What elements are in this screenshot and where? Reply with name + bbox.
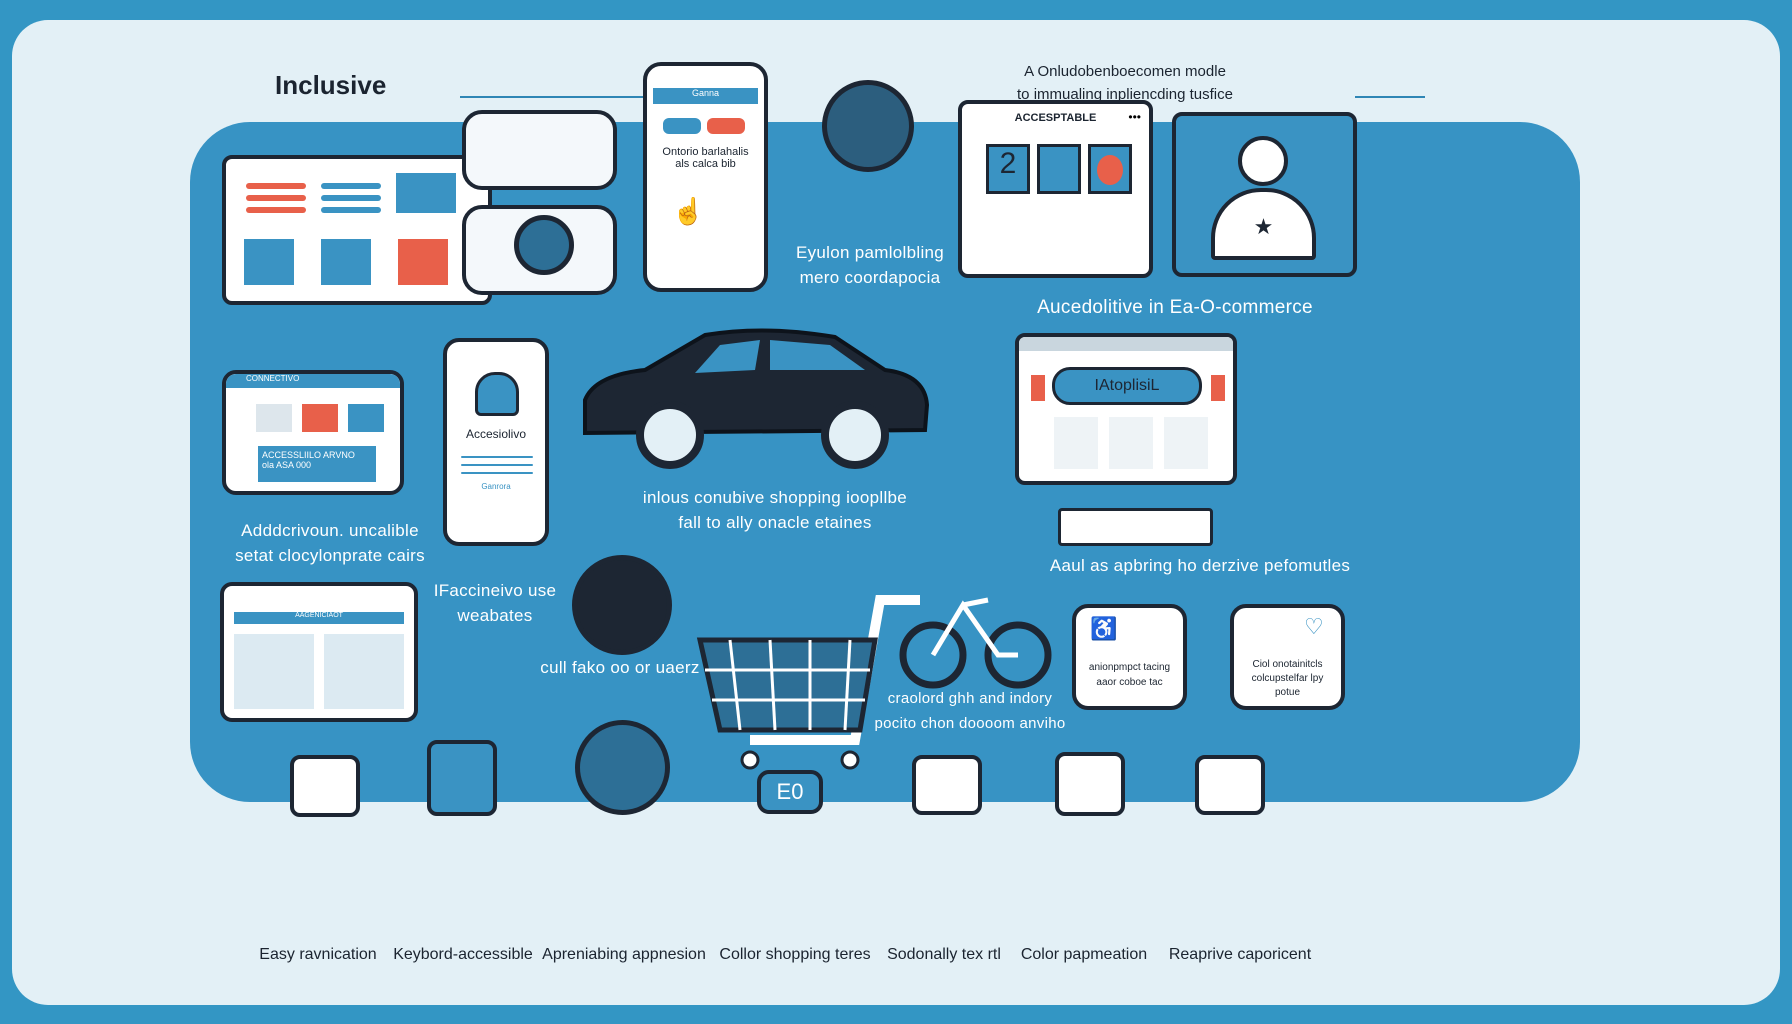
hand-pointer-icon: ☝ xyxy=(672,196,705,226)
globe-icon xyxy=(514,215,574,275)
shield-icon xyxy=(1195,755,1265,815)
top-caption: A Onludobenboecomen modle to immualing i… xyxy=(1017,63,1233,103)
shopping-cart-icon xyxy=(696,595,920,770)
users-caption: cull fako oo or uaerz xyxy=(540,658,700,677)
lock-keyboard-icon xyxy=(427,740,497,816)
arrow-left-icon xyxy=(1355,96,1425,98)
wheelchair-icon: ♿ xyxy=(1090,616,1118,641)
user-icon xyxy=(1037,144,1081,194)
right-caption: Aaul as apbring ho derzive pefomutles xyxy=(1049,556,1351,575)
desktop-right: IAtoplisiL xyxy=(1015,333,1237,485)
bottom-label-4: Collor shopping teres xyxy=(719,946,871,963)
monitor-left xyxy=(222,155,492,305)
more-menu-icon[interactable]: ••• xyxy=(1128,110,1141,124)
section-title: Aucedolitive in Ea-O-commerce xyxy=(1037,297,1313,318)
phone-accessible: Accesiolivo Ganrora xyxy=(443,338,549,546)
keyboard-icon xyxy=(1058,508,1213,546)
camera-icon xyxy=(398,239,448,285)
heart-icon: ♡ xyxy=(1304,614,1324,639)
wheel-icon xyxy=(572,555,672,655)
bottom-label-7: Reaprive caporicent xyxy=(1168,946,1312,963)
lock-icon xyxy=(475,372,519,416)
webcam-icon xyxy=(822,80,914,172)
car-listing: AAGENICIAOT xyxy=(220,582,418,722)
monitor-avatar: ★ xyxy=(1172,112,1357,277)
bottom-label-2: Keybord-accessible xyxy=(393,946,533,963)
music-icon xyxy=(244,239,294,285)
counter: E0 xyxy=(757,770,823,814)
gear-icon xyxy=(321,239,371,285)
bottom-label-6: Color papmeation xyxy=(1020,946,1148,963)
refresh-icon xyxy=(575,720,670,815)
globe-card xyxy=(462,205,617,295)
atoplisil-button[interactable]: IAtoplisiL xyxy=(1052,367,1202,405)
tag-icon xyxy=(1055,752,1125,816)
globe-grid-icon xyxy=(912,755,982,815)
monitor-accessible: ACCESPTABLE ••• 2 xyxy=(958,100,1153,278)
shopping-bag-icon xyxy=(290,755,360,817)
star-icon: ★ xyxy=(1211,188,1316,260)
bottom-label-3: Apreniabing appnesion xyxy=(542,946,706,963)
car-illustration xyxy=(583,328,930,469)
red-user-icon xyxy=(1088,144,1132,194)
bottom-label-1: Easy ravnication xyxy=(259,946,377,963)
bottom-label-5: Sodonally tex rtl xyxy=(887,946,1001,963)
title: Inclusive xyxy=(275,70,387,100)
bicycle-icon xyxy=(899,597,1052,689)
double-arrow-icon xyxy=(460,96,670,98)
speech-bubble xyxy=(462,110,617,190)
